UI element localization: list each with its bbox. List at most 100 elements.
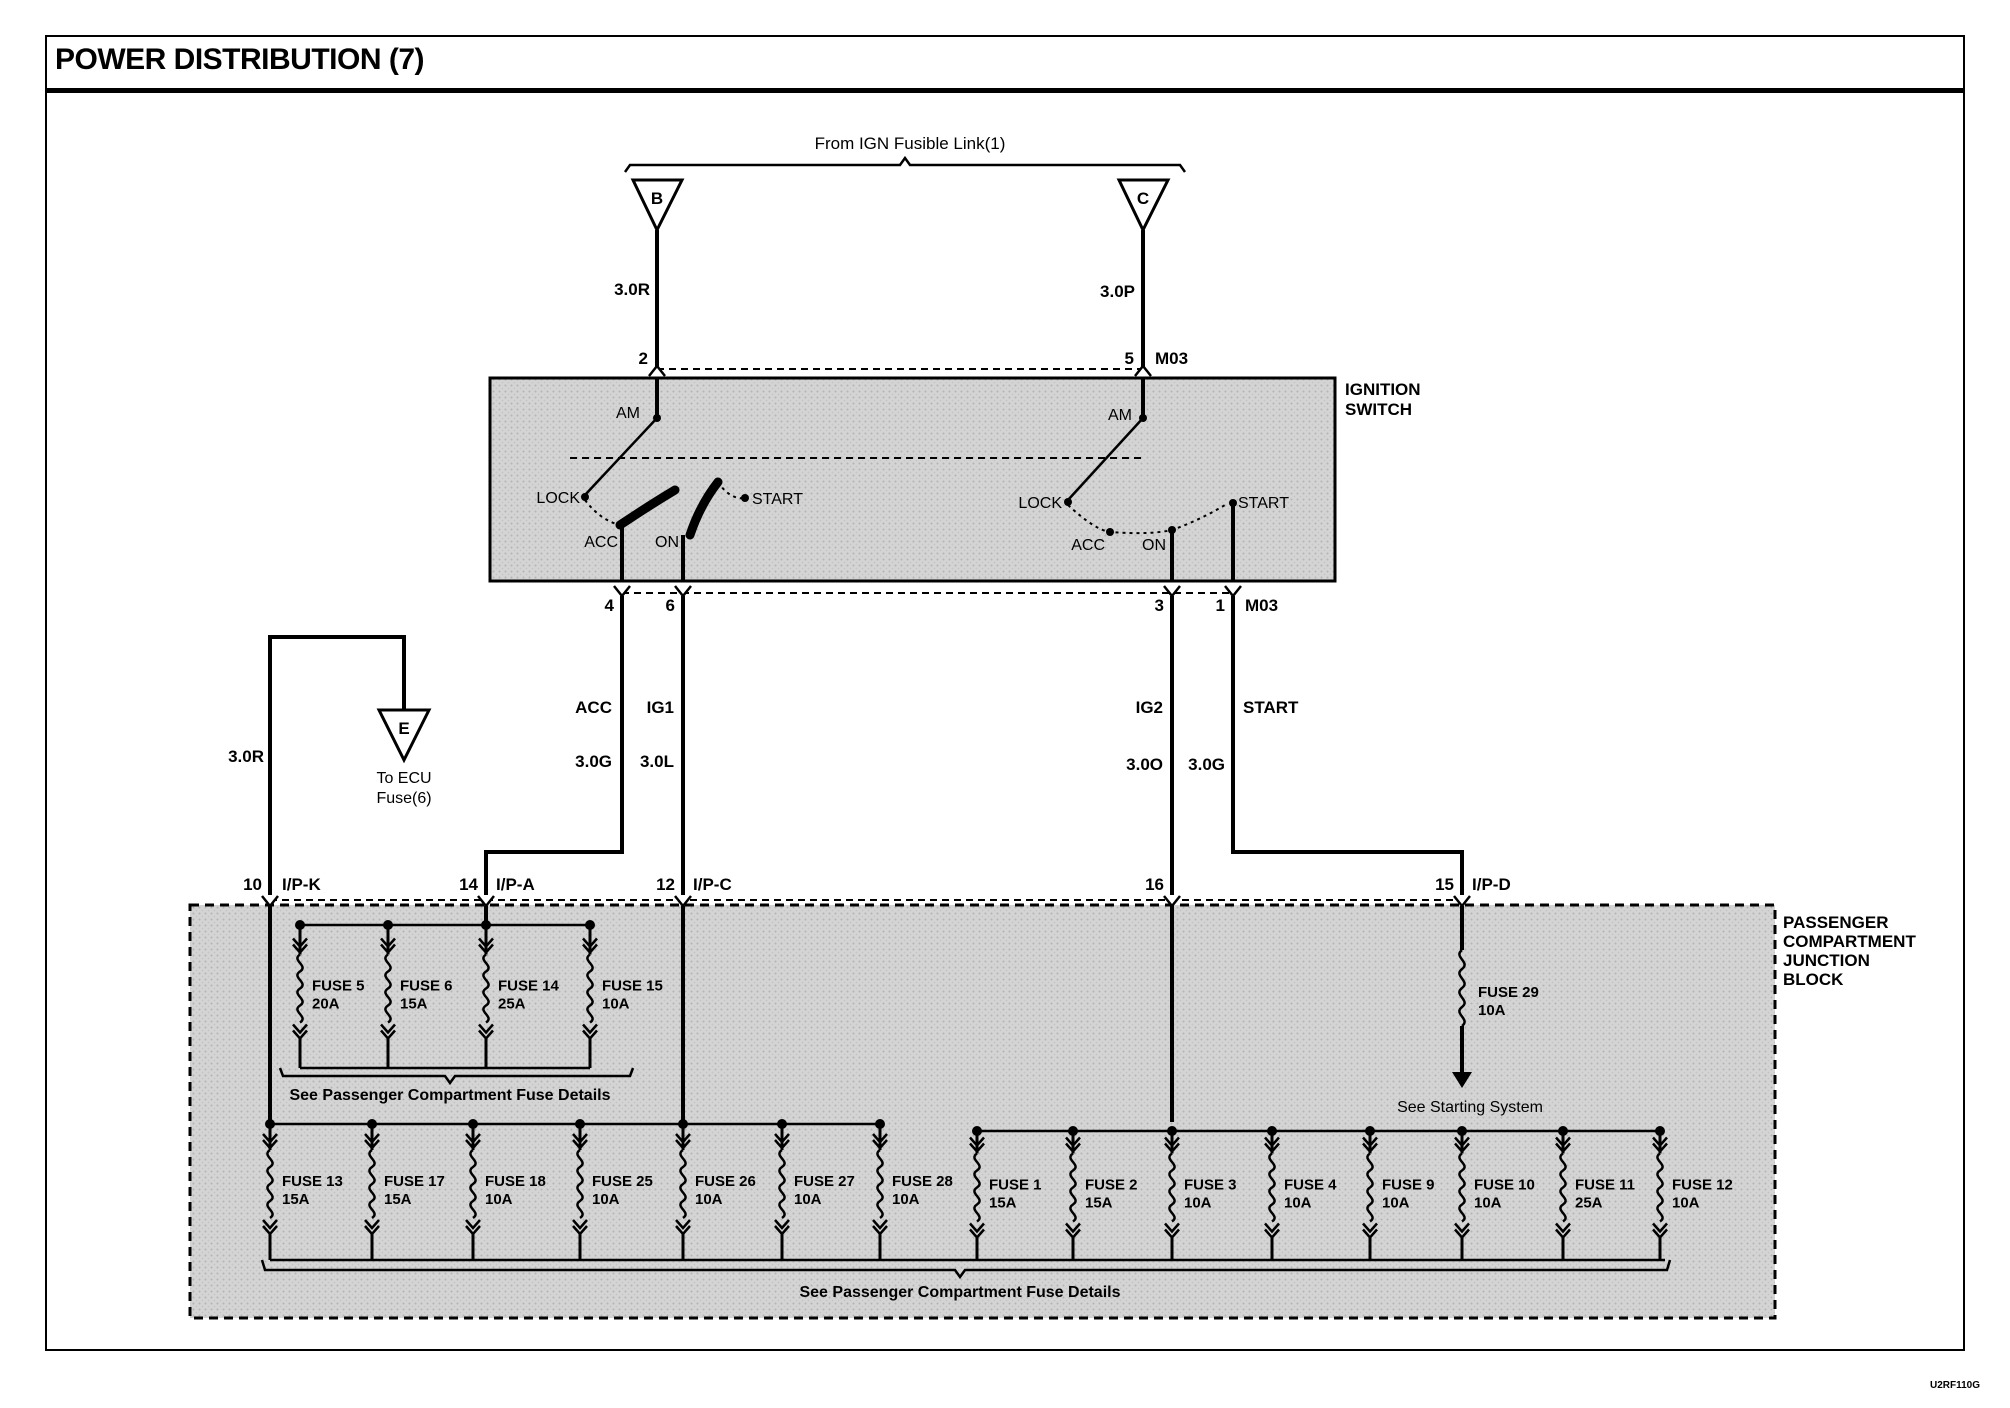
- wire-ecu-link: [268, 635, 406, 895]
- lower-fuse-10-name: FUSE 4: [1284, 1177, 1337, 1194]
- connector-e: E To ECU Fuse(6): [376, 708, 432, 807]
- lower-bracket: [260, 1259, 1672, 1280]
- wire-acc-size: 3.0G: [575, 752, 612, 771]
- start-fuse: FUSE 29 10A See Starting System: [1397, 906, 1543, 1116]
- upper-fuse-3-name: FUSE 15: [602, 978, 663, 995]
- lower-fuse-1-rating: 15A: [384, 1191, 412, 1208]
- lower-fuse-5-rating: 10A: [794, 1191, 822, 1208]
- pin-2: 2: [639, 349, 648, 368]
- lower-fuse-0-rating: 15A: [282, 1191, 310, 1208]
- wire-acc-label: ACC: [575, 698, 612, 717]
- lower-fuse-10-rating: 10A: [1284, 1195, 1312, 1212]
- upper-fuse-2-name: FUSE 14: [498, 978, 560, 995]
- lower-fuse-11-rating: 10A: [1382, 1195, 1410, 1212]
- wire-ig1-label: IG1: [647, 698, 674, 717]
- pin-3: 3: [1155, 596, 1164, 615]
- lower-fuse-11-name: FUSE 9: [1382, 1177, 1435, 1194]
- right-on-label: ON: [1142, 537, 1166, 554]
- lower-fuse-12-name: FUSE 10: [1474, 1177, 1535, 1194]
- junction-label-3: JUNCTION: [1783, 951, 1870, 970]
- wire-ig2-size: 3.0O: [1126, 755, 1163, 774]
- lower-fuse-9-rating: 10A: [1184, 1195, 1212, 1212]
- lower-fuse-0-name: FUSE 13: [282, 1173, 343, 1190]
- lower-fuse-13-rating: 25A: [1575, 1195, 1603, 1212]
- connector-b-letter: B: [651, 189, 663, 208]
- ecu-label-1: To ECU: [376, 770, 431, 787]
- lower-fuse-4-rating: 10A: [695, 1191, 723, 1208]
- upper-fuse-2-rating: 25A: [498, 996, 526, 1013]
- upper-fuse-1-rating: 15A: [400, 996, 428, 1013]
- input-pin-15: 15: [1435, 875, 1454, 894]
- wire-ig2-label: IG2: [1136, 698, 1163, 717]
- input-conn-ipk: I/P-K: [282, 875, 321, 894]
- input-pin-14: 14: [459, 875, 478, 894]
- lower-fuse-14-name: FUSE 12: [1672, 1177, 1733, 1194]
- junction-label-1: PASSENGER: [1783, 913, 1889, 932]
- wire-b-size: 3.0R: [614, 280, 650, 299]
- junction-label-4: BLOCK: [1783, 970, 1844, 989]
- lower-fuse-6-name: FUSE 28: [892, 1173, 953, 1190]
- left-start-label: START: [752, 491, 803, 508]
- upper-fuse-3-rating: 10A: [602, 996, 630, 1013]
- input-pin-16: 16: [1145, 875, 1164, 894]
- left-acc-label: ACC: [584, 534, 618, 551]
- upper-fuse-0-rating: 20A: [312, 996, 340, 1013]
- wire-ig1-size: 3.0L: [640, 752, 674, 771]
- input-conn-ipa: I/P-A: [496, 875, 535, 894]
- lower-fuse-4-name: FUSE 26: [695, 1173, 756, 1190]
- upper-bracket: [278, 1067, 635, 1086]
- wire-start-size: 3.0G: [1188, 755, 1225, 774]
- source-bracket: From IGN Fusible Link(1): [623, 134, 1187, 173]
- lower-fuse-14-rating: 10A: [1672, 1195, 1700, 1212]
- pin-1: 1: [1216, 596, 1225, 615]
- lower-fuse-5-name: FUSE 27: [794, 1173, 855, 1190]
- input-conn-ipd: I/P-D: [1472, 875, 1511, 894]
- connector-c-letter: C: [1137, 189, 1149, 208]
- right-lock-label: LOCK: [1018, 495, 1062, 512]
- lower-fuse-2-rating: 10A: [485, 1191, 513, 1208]
- ignition-switch-label-2: SWITCH: [1345, 400, 1412, 419]
- lower-fuse-9-name: FUSE 3: [1184, 1177, 1237, 1194]
- junction-label-2: COMPARTMENT: [1783, 932, 1916, 951]
- connector-b: B: [630, 178, 685, 234]
- right-start-label: START: [1238, 495, 1289, 512]
- title-bar: POWER DISTRIBUTION (7): [45, 35, 1965, 93]
- ignition-switch: 2 5 M03 IGNITION SWITCH AM LOCK START AC…: [488, 349, 1421, 615]
- connector-m03-bottom: M03: [1245, 596, 1278, 615]
- wire-acc: [484, 596, 624, 895]
- connector-e-letter: E: [398, 719, 409, 738]
- pin-6: 6: [666, 596, 675, 615]
- input-conn-ipc: I/P-C: [693, 875, 732, 894]
- upper-fuse-1-name: FUSE 6: [400, 978, 453, 995]
- lower-fuse-1-name: FUSE 17: [384, 1173, 445, 1190]
- junction-inputs: 10 I/P-K 14 I/P-A 12 I/P-C 16 15 I/P-D: [243, 875, 1511, 909]
- lower-fuse-3-name: FUSE 25: [592, 1173, 653, 1190]
- lower-fuse-3-rating: 10A: [592, 1191, 620, 1208]
- upper-note: See Passenger Compartment Fuse Details: [289, 1087, 610, 1104]
- wire-c-size: 3.0P: [1100, 282, 1135, 301]
- fuse-29-name: FUSE 29: [1478, 984, 1539, 1001]
- left-lock-label: LOCK: [536, 490, 580, 507]
- page-title: POWER DISTRIBUTION (7): [55, 43, 425, 76]
- junction-block: PASSENGER COMPARTMENT JUNCTION BLOCK: [188, 899, 1916, 1320]
- lower-fuse-8-name: FUSE 2: [1085, 1177, 1138, 1194]
- lower-fuse-12-rating: 10A: [1474, 1195, 1502, 1212]
- left-am-label: AM: [616, 405, 640, 422]
- lower-fuse-7-name: FUSE 1: [989, 1177, 1042, 1194]
- wire-ecu-size: 3.0R: [228, 747, 264, 766]
- wire-start: [1231, 596, 1464, 895]
